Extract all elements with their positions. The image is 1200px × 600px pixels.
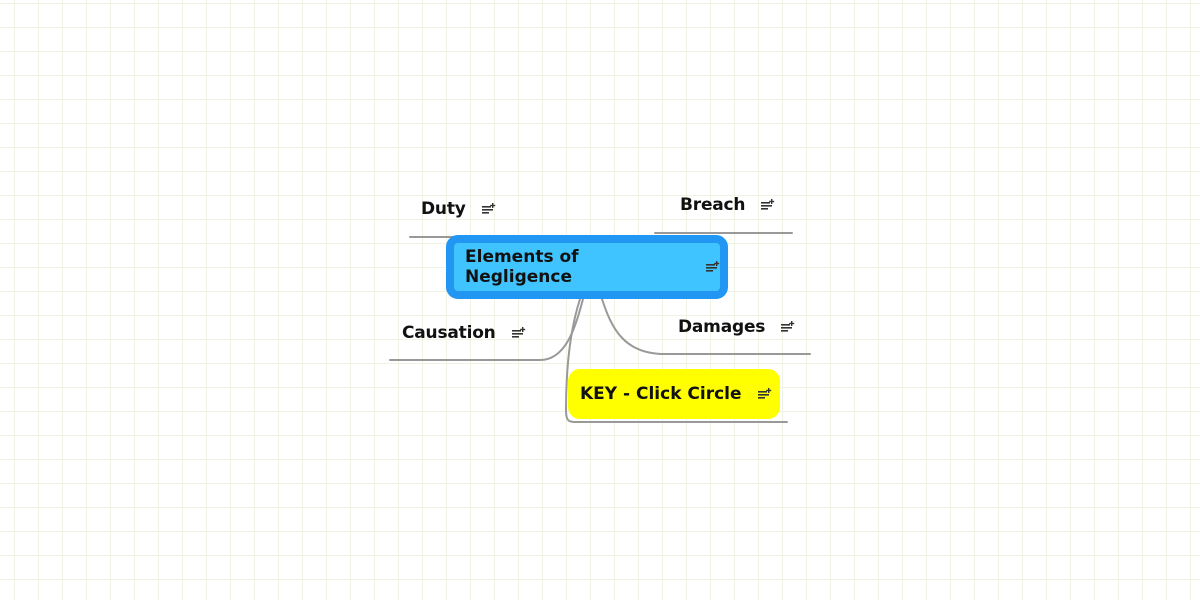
- topic-duty-label: Duty: [421, 199, 466, 219]
- topic-causation[interactable]: Causation: [402, 323, 526, 343]
- topic-key[interactable]: KEY - Click Circle: [568, 369, 780, 419]
- connector-key: [564, 298, 788, 423]
- connector-causation: [389, 298, 584, 361]
- note-add-icon[interactable]: [761, 199, 775, 211]
- root-topic[interactable]: Elements of Negligence: [446, 235, 728, 299]
- topic-duty[interactable]: Duty: [421, 199, 496, 219]
- topic-causation-label: Causation: [402, 323, 496, 343]
- topic-damages-label: Damages: [678, 317, 766, 337]
- topic-key-label: KEY - Click Circle: [580, 384, 742, 404]
- note-add-icon[interactable]: [757, 388, 772, 400]
- note-add-icon[interactable]: [781, 321, 795, 333]
- note-add-icon[interactable]: [481, 203, 496, 215]
- topic-breach-label: Breach: [680, 195, 746, 215]
- note-add-icon[interactable]: [511, 327, 526, 339]
- note-add-icon[interactable]: [706, 261, 720, 273]
- topic-breach[interactable]: Breach: [680, 195, 775, 215]
- connector-damages: [601, 298, 811, 355]
- root-topic-label: Elements of Negligence: [465, 247, 579, 287]
- topic-damages[interactable]: Damages: [678, 317, 795, 337]
